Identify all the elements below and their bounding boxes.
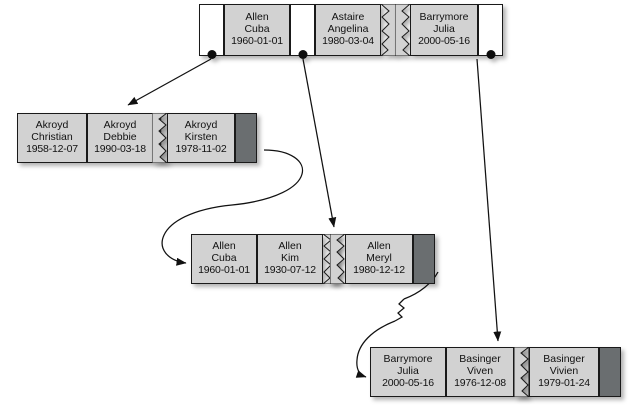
entry-first-name: Vivien: [549, 365, 579, 378]
entry-last-name: Akroyd: [184, 119, 218, 132]
root-pointer-cell-2[interactable]: [290, 4, 315, 59]
pointer-dot-icon: [207, 50, 216, 59]
basinger-entry-3[interactable]: Basinger Vivien 1979-01-24: [529, 347, 599, 397]
allen-next-leaf-pointer[interactable]: [413, 234, 435, 284]
diagram-title: B-tree index structure with leaf chain: [0, 21, 1, 22]
entry-date: 1979-01-24: [538, 376, 590, 389]
elision-tear-icon: [395, 4, 410, 56]
entry-date: 2000-05-16: [418, 34, 470, 47]
entry-date: 1976-12-08: [454, 376, 506, 389]
entry-last-name: Barrymore: [383, 353, 433, 366]
root-entry-3[interactable]: Barrymore Julia 2000-05-16: [410, 4, 478, 56]
entry-last-name: Allen: [367, 240, 391, 253]
entry-first-name: Kim: [280, 252, 300, 265]
elision-tear-icon: [152, 113, 167, 163]
leaf-node-akroyd-right[interactable]: Akroyd Kirsten 1978-11-02: [152, 113, 257, 163]
akroyd-entry-1[interactable]: Akroyd Christian 1958-12-07: [17, 113, 87, 163]
entry-last-name: Akroyd: [35, 119, 69, 132]
pointer-dot-icon: [298, 50, 307, 59]
entry-last-name: Allen: [278, 240, 302, 253]
root-node-right[interactable]: Barrymore Julia 2000-05-16: [395, 4, 503, 59]
leaf-node-akroyd[interactable]: Akroyd Christian 1958-12-07 Akroyd Debbi…: [17, 113, 168, 163]
entry-last-name: Allen: [245, 11, 269, 24]
entry-date: 1930-07-12: [264, 263, 316, 276]
entry-last-name: Akroyd: [103, 119, 137, 132]
entry-date: 1978-11-02: [175, 142, 227, 155]
connector-root-ptr1-to-akroyd: [127, 58, 212, 106]
root-pointer-cell-3[interactable]: [478, 4, 503, 59]
entry-first-name: Meryl: [366, 252, 392, 265]
akroyd-entry-3[interactable]: Akroyd Kirsten 1978-11-02: [167, 113, 235, 163]
barrymore-entry-2[interactable]: Basinger Viven 1976-12-08: [446, 347, 514, 397]
entry-first-name: Christian: [31, 131, 73, 144]
elision-tear-icon: [514, 347, 529, 397]
entry-last-name: Basinger: [543, 353, 585, 366]
connector-root-ptr3-to-barrymore: [476, 58, 502, 342]
pointer-dot-icon: [486, 50, 495, 59]
root-node[interactable]: Allen Cuba 1960-01-01 Astaire Angelina 1…: [199, 4, 396, 59]
entry-date: 2000-05-16: [382, 376, 434, 389]
allen-entry-2[interactable]: Allen Kim 1930-07-12: [257, 234, 323, 284]
leaf-node-barrymore[interactable]: Barrymore Julia 2000-05-16 Basinger Vive…: [370, 347, 529, 397]
entry-last-name: Allen: [212, 240, 236, 253]
barrymore-entry-1[interactable]: Barrymore Julia 2000-05-16: [370, 347, 446, 397]
leaf-node-allen[interactable]: Allen Cuba 1960-01-01 Allen Kim 1930-07-…: [191, 234, 338, 284]
root-entry-2[interactable]: Astaire Angelina 1980-03-04: [315, 4, 381, 56]
entry-first-name: Julia: [433, 23, 455, 36]
entry-first-name: Cuba: [211, 252, 237, 265]
entry-first-name: Viven: [466, 365, 494, 378]
entry-last-name: Barrymore: [419, 11, 469, 24]
entry-first-name: Cuba: [244, 23, 270, 36]
elision-tear-icon: [330, 234, 345, 284]
entry-date: 1980-12-12: [353, 263, 405, 276]
entry-first-name: Julia: [397, 365, 419, 378]
entry-first-name: Angelina: [327, 23, 369, 36]
entry-date: 1960-01-01: [198, 263, 250, 276]
akroyd-entry-2[interactable]: Akroyd Debbie 1990-03-18: [87, 113, 153, 163]
entry-date: 1990-03-18: [94, 142, 146, 155]
entry-last-name: Basinger: [459, 353, 501, 366]
allen-entry-1[interactable]: Allen Cuba 1960-01-01: [191, 234, 257, 284]
basinger-next-leaf-pointer[interactable]: [599, 347, 621, 397]
leaf-node-allen-right[interactable]: Allen Meryl 1980-12-12: [330, 234, 435, 284]
entry-date: 1958-12-07: [26, 142, 78, 155]
root-entry-1[interactable]: Allen Cuba 1960-01-01: [224, 4, 290, 56]
break-zigzag-icon: [394, 298, 405, 322]
entry-date: 1960-01-01: [231, 34, 283, 47]
entry-date: 1980-03-04: [322, 34, 374, 47]
entry-last-name: Astaire: [331, 11, 365, 24]
connector-root-ptr2-to-allen: [302, 58, 337, 228]
entry-first-name: Kirsten: [184, 131, 218, 144]
entry-first-name: Debbie: [103, 131, 137, 144]
allen-entry-3[interactable]: Allen Meryl 1980-12-12: [345, 234, 413, 284]
akroyd-next-leaf-pointer[interactable]: [235, 113, 257, 163]
root-pointer-cell-1[interactable]: [199, 4, 224, 59]
leaf-node-barrymore-right[interactable]: Basinger Vivien 1979-01-24: [514, 347, 621, 397]
elision-tear-icon: [381, 4, 396, 56]
